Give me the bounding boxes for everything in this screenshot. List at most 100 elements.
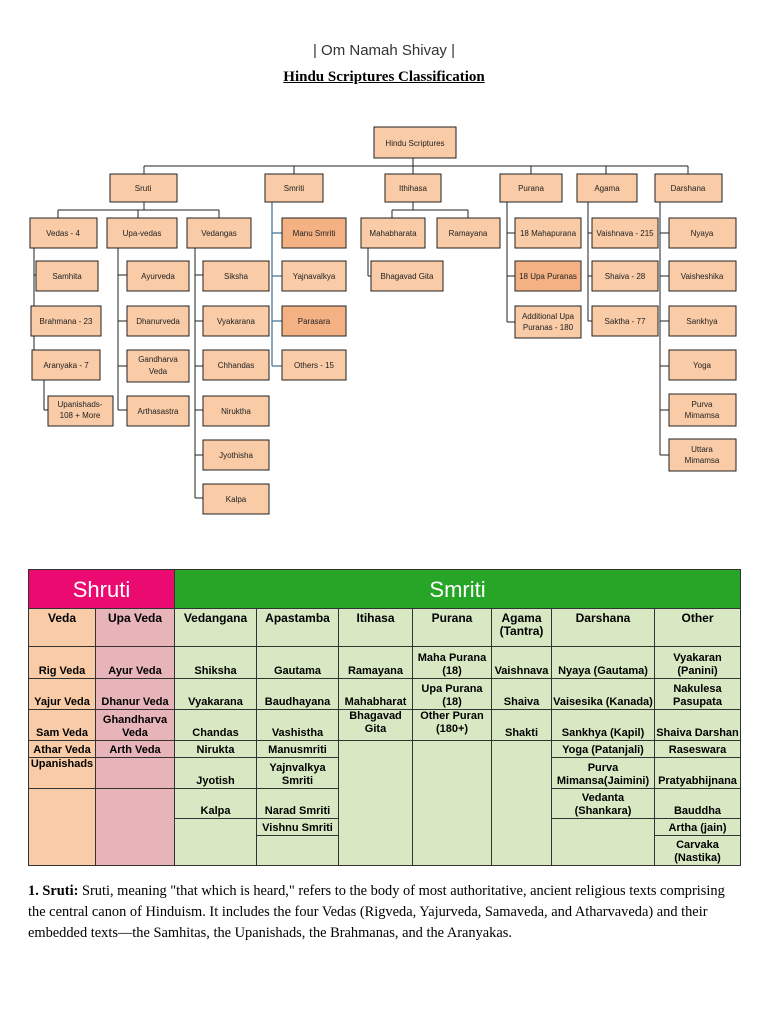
svg-text:Mahabharata: Mahabharata (369, 229, 417, 238)
svg-text:Ramayana: Ramayana (449, 229, 488, 238)
tree-node-purana: Purana (499, 173, 563, 203)
svg-text:Others - 15: Others - 15 (294, 361, 335, 370)
col-header-other: Other (654, 608, 741, 647)
scripture-table: Shruti Smriti Veda Upa Veda Vedangana Ap… (28, 569, 741, 866)
table-cell (174, 818, 257, 866)
table-cell: Ghandharva Veda (95, 709, 175, 741)
table-cell: Vaisesika (Kanada) (551, 678, 655, 710)
col-header-vedangana: Vedangana (174, 608, 257, 647)
svg-text:Manu Smriti: Manu Smriti (293, 229, 336, 238)
tree-node-sruti: Sruti (109, 173, 178, 203)
smriti-header: Smriti (174, 569, 741, 609)
svg-text:Agama: Agama (594, 184, 620, 193)
tree-node-ayurveda: Ayurveda (126, 260, 190, 292)
svg-text:Parasara: Parasara (298, 317, 331, 326)
tree-node-manu-smriti: Manu Smriti (281, 217, 347, 249)
table-row: Yajur Veda Dhanur Veda Vyakarana Baudhay… (28, 678, 741, 710)
col-header-agama: Agama (Tantra) (491, 608, 552, 647)
svg-text:Yoga: Yoga (693, 361, 712, 370)
table-cell: Vishnu Smriti (256, 818, 339, 836)
table-cell (491, 740, 552, 866)
table-cell: Bauddha (654, 788, 741, 819)
svg-text:Saktha - 77: Saktha - 77 (605, 317, 646, 326)
svg-text:Mimamsa: Mimamsa (685, 411, 720, 420)
svg-text:Purva: Purva (692, 400, 713, 409)
table-cell: Chandas (174, 709, 257, 741)
tree-node-mahabharata: Mahabharata (360, 217, 426, 249)
svg-text:Nyaya: Nyaya (691, 229, 714, 238)
svg-text:Chhandas: Chhandas (218, 361, 254, 370)
svg-text:Upanishads-: Upanishads- (58, 400, 103, 409)
tree-node-agama: Agama (576, 173, 638, 203)
col-header-veda: Veda (28, 608, 96, 647)
svg-text:Ayurveda: Ayurveda (141, 272, 175, 281)
tree-node-sankhya: Sankhya (668, 305, 737, 337)
tree-connectors (33, 158, 689, 499)
table-cell: Nyaya (Gautama) (551, 646, 655, 679)
table-cell: Vashistha (256, 709, 339, 741)
tree-node-vyakarana: Vyakarana (202, 305, 270, 337)
table-cell: Vedanta (Shankara) (551, 788, 655, 819)
table-cell: Sankhya (Kapil) (551, 709, 655, 741)
tree-node-yoga: Yoga (668, 349, 737, 381)
table-cell (256, 835, 339, 866)
tree-node-vedangas: Vedangas (186, 217, 252, 249)
svg-text:Jyothisha: Jyothisha (219, 451, 253, 460)
svg-text:Purana: Purana (518, 184, 544, 193)
table-cell: Ramayana (338, 646, 413, 679)
tree-node-arthasastra: Arthasastra (126, 395, 190, 427)
table-cell: Shakti (491, 709, 552, 741)
tree-node-smriti-others: Others - 15 (281, 349, 347, 381)
col-header-itihasa: Itihasa (338, 608, 413, 647)
table-cell (95, 757, 175, 789)
tree-node-niruktha: Niruktha (202, 395, 270, 427)
svg-text:Vyakarana: Vyakarana (217, 317, 256, 326)
table-cell: Artha (jain) (654, 818, 741, 836)
tree-node-ithihasa: Ithihasa (384, 173, 442, 203)
svg-text:Aranyaka - 7: Aranyaka - 7 (43, 361, 89, 370)
tree-node-kalpa: Kalpa (202, 483, 270, 515)
table-cell: Arth Veda (95, 740, 175, 758)
table-cell: Yajnvalkya Smriti (256, 757, 339, 789)
tree-node-root: Hindu Scriptures (373, 126, 457, 159)
svg-text:Darshana: Darshana (671, 184, 706, 193)
col-header-apastamba: Apastamba (256, 608, 339, 647)
table-cell: Gautama (256, 646, 339, 679)
table-cell: Yajur Veda (28, 678, 96, 710)
table-cell: Shiksha (174, 646, 257, 679)
page-title: Hindu Scriptures Classification (283, 69, 485, 85)
svg-text:Sankhya: Sankhya (686, 317, 718, 326)
shruti-header: Shruti (28, 569, 175, 609)
svg-text:Bhagavad Gita: Bhagavad Gita (381, 272, 434, 281)
table-cell: Vyakaran (Panini) (654, 646, 741, 679)
table-row: Kalpa Narad Smriti Vedanta (Shankara) Ba… (28, 788, 741, 866)
svg-text:Yajnavalkya: Yajnavalkya (293, 272, 336, 281)
table-cell: Kalpa (174, 788, 257, 819)
svg-text:18 Mahapurana: 18 Mahapurana (520, 229, 577, 238)
tree-node-chhandas: Chhandas (202, 349, 270, 381)
page-header: | Om Namah Shivay | (312, 42, 455, 59)
table-row: Sam Veda Ghandharva Veda Chandas Vashist… (28, 709, 741, 741)
table-cell (412, 740, 492, 866)
tree-node-mahapurana: 18 Mahapurana (514, 217, 582, 249)
table-cell: Other Puran (180+) (412, 709, 492, 741)
tree-node-darshana: Darshana (654, 173, 723, 203)
table-cell (95, 788, 175, 866)
table-row: Athar Veda Arth Veda Nirukta Manusmriti … (28, 740, 741, 866)
svg-text:Puranas - 180: Puranas - 180 (523, 323, 574, 332)
tree-node-jyothisha: Jyothisha (202, 439, 270, 471)
table-cell: Bhagavad Gita (338, 709, 413, 741)
table-cell: Shaiva (491, 678, 552, 710)
tree-node-samhita: Samhita (35, 260, 99, 292)
svg-text:Vaishnava - 215: Vaishnava - 215 (596, 229, 654, 238)
tree-node-yajnavalkya: Yajnavalkya (281, 260, 347, 292)
svg-text:Vaisheshika: Vaisheshika (681, 272, 724, 281)
table-cell: Manusmriti (256, 740, 339, 758)
table-row: Rig Veda Ayur Veda Shiksha Gautama Ramay… (28, 646, 741, 679)
col-header-darshana: Darshana (551, 608, 655, 647)
tree-node-vaishnava: Vaishnava - 215 (591, 217, 659, 249)
svg-text:Hindu Scriptures: Hindu Scriptures (385, 139, 444, 148)
table-cell: Mahabharat (338, 678, 413, 710)
